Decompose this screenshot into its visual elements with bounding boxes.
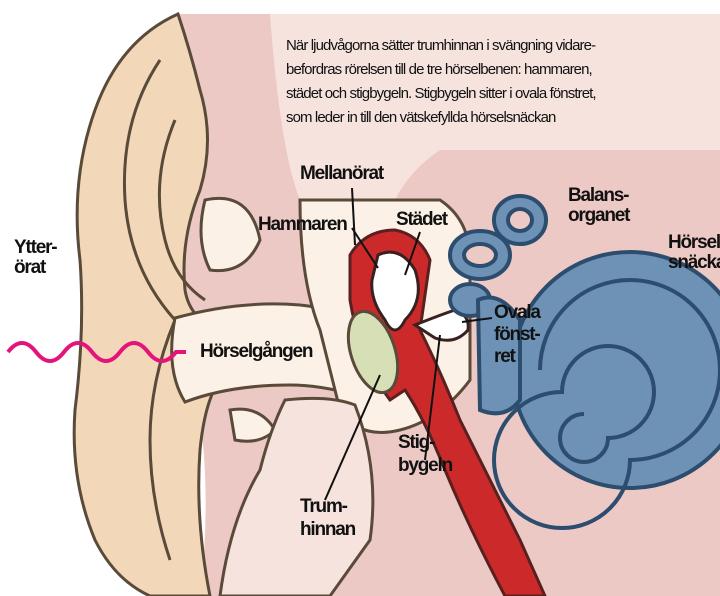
label-stadet: Städet [396,210,447,230]
description-line: som leder in till den vätskefyllda hörse… [286,106,706,130]
label-balans-1: Balans- [568,185,628,206]
label-ytterorat-1: Ytter- [14,237,56,258]
label-trum-2: hinnan [300,519,355,540]
label-stig-1: Stig- [398,432,434,453]
label-stigbygeln: Stig- bygeln [398,432,452,478]
label-horsel-2: snäckan [668,252,720,273]
label-horsel-1: Hörsel- [668,232,720,253]
label-ovala-fonstret: Ovala fönst- ret [494,302,540,368]
label-balansorganet: Balans- organet [568,186,629,226]
description-line: När ljudvågorna sätter trumhinnan i svän… [286,34,706,58]
label-ytterorat-2: örat [14,257,45,278]
label-hammaren: Hammaren [258,215,347,235]
description-text: När ljudvågorna sätter trumhinnan i svän… [286,34,706,130]
label-stig-2: bygeln [398,455,452,476]
label-horselsnackan: Hörsel- snäckan [668,233,720,273]
description-line: befordras rörelsen till de tre hörselben… [286,58,706,82]
label-ovala-1: Ovala [494,302,540,323]
label-ovala-2: fönst- [494,324,540,345]
description-line: städet och stigbygeln. Stigbygeln sitter… [286,82,706,106]
label-trum-1: Trum- [300,496,347,517]
label-trumhinnan: Trum- hinnan [300,496,355,542]
label-ytterorat: Ytter- örat [14,238,56,278]
label-ovala-3: ret [494,346,515,367]
label-balans-2: organet [568,205,629,226]
label-mellanorat: Mellanörat [300,164,383,184]
label-horselgangen: Hörselgången [200,342,312,362]
